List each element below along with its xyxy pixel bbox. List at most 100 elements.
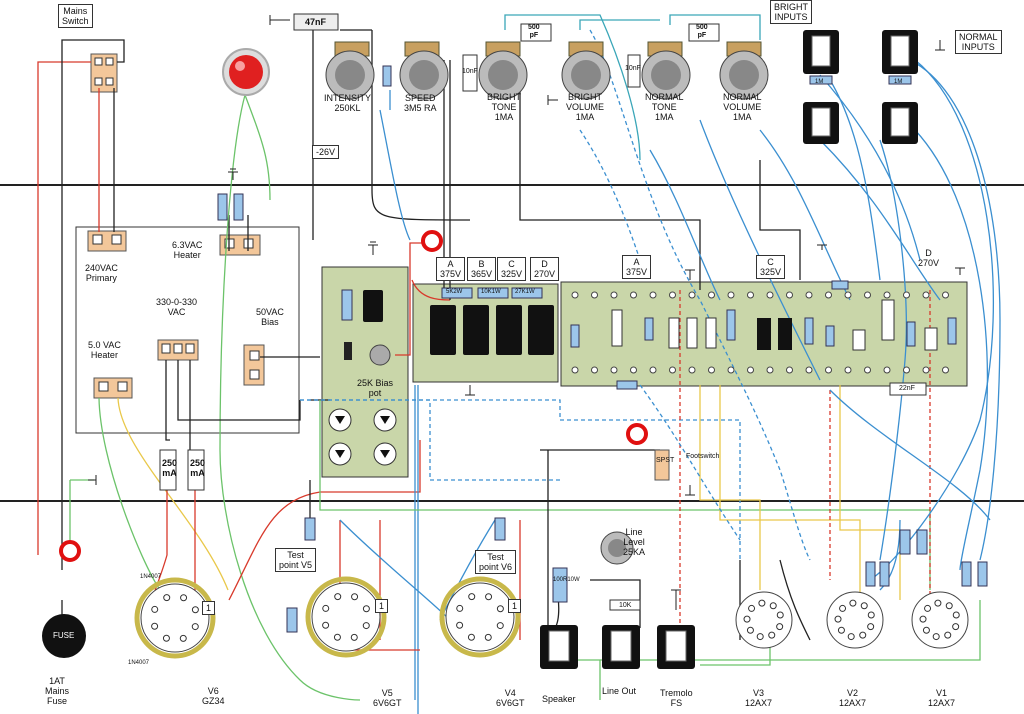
eyelet — [766, 366, 774, 374]
socket-pin — [350, 633, 358, 641]
supply-d2-label: D 270V — [918, 248, 940, 268]
capacitor-icon — [627, 54, 641, 88]
diode-a-label: 1N4007 — [140, 574, 162, 580]
normal-tone-label: NORMAL TONE 1MA — [645, 92, 684, 122]
v6-label: V6 GZ34 — [202, 686, 225, 706]
fuse-holder-icon — [42, 614, 86, 658]
eyelet — [942, 291, 949, 299]
ground-icon — [88, 475, 97, 485]
normal-volume-label: NORMAL VOLUME 1MA — [723, 92, 762, 122]
socket-pin — [485, 593, 493, 601]
potentiometer-icon — [399, 41, 449, 100]
resistor-icon — [382, 65, 392, 87]
eyelet — [630, 366, 637, 374]
eyelet — [883, 366, 891, 374]
socket-pin — [756, 633, 764, 641]
eyelet-row — [571, 291, 949, 374]
socket-pin — [839, 604, 847, 612]
potentiometer-icon — [600, 531, 634, 565]
socket-pin — [468, 593, 476, 601]
v3-label: V3 12AX7 — [745, 688, 773, 708]
socket-pin — [837, 626, 845, 634]
bright-tone-label: BRIGHT TONE 1MA — [487, 92, 522, 122]
fuse-250-b-label: 250 mA — [190, 458, 206, 478]
ground-icon — [671, 589, 681, 610]
fuse-250-a-label: 250 mA — [162, 458, 178, 478]
potentiometer-icon — [641, 41, 691, 100]
potentiometer-icon — [478, 41, 528, 100]
socket-pin — [151, 605, 159, 613]
potentiometer-icon — [325, 41, 375, 100]
ground-icon — [685, 485, 695, 496]
ground-icon — [269, 15, 290, 25]
eyelet — [649, 366, 657, 374]
socket-pin — [952, 611, 960, 619]
socket-pin — [748, 604, 756, 612]
eyelet — [571, 366, 579, 374]
test-loop-icon — [421, 230, 443, 252]
speed-label: SPEED 3M5 RA — [404, 93, 437, 113]
eyelet — [864, 291, 871, 299]
socket-pin — [769, 602, 777, 610]
output-jack-icon — [540, 625, 695, 669]
normal-inputs-label: NORMAL INPUTS — [955, 30, 1002, 54]
v4-label: V4 6V6GT — [496, 688, 525, 708]
eyelet — [669, 366, 676, 374]
socket-pin — [151, 622, 159, 630]
eyelet — [669, 291, 676, 299]
bias-board — [321, 266, 409, 478]
input-jack-icon — [803, 30, 918, 144]
eyelet — [766, 291, 774, 299]
eyelet — [883, 291, 891, 299]
cap500-label-b: 500 pF — [696, 24, 708, 39]
eyelet — [825, 366, 832, 374]
capacitor-icon — [293, 13, 339, 31]
intensity-label: INTENSITY 250KL — [324, 93, 372, 113]
ground-icon — [955, 267, 965, 275]
neg26-label: -26V — [312, 145, 340, 159]
footswitch-label: Footswitch — [686, 453, 720, 460]
resistor-icon — [570, 280, 957, 396]
socket-pin — [859, 631, 867, 639]
valve-socket-icon — [439, 576, 521, 658]
cap500-label-a: 500 pF — [528, 24, 540, 39]
eyelet — [786, 291, 793, 299]
test-loop-icon — [626, 423, 648, 445]
mains-switch-label: Mains Switch — [58, 4, 93, 28]
tremolo-label: Tremolo FS — [660, 688, 693, 708]
capacitor-icon — [520, 23, 552, 42]
eyelet — [922, 366, 930, 374]
eyelet — [805, 291, 813, 299]
eyelet — [610, 366, 618, 374]
eyelet — [610, 291, 618, 299]
fuse-text: FUSE — [53, 631, 75, 640]
socket-pin — [944, 631, 952, 639]
eyelet — [630, 291, 637, 299]
line-out-label: Line Out — [602, 686, 637, 696]
socket-pin — [362, 622, 370, 630]
res-5k2-label: 5K2W — [446, 289, 463, 295]
ground-icon — [685, 269, 695, 280]
socket-pin — [334, 593, 342, 601]
eyelet — [922, 291, 930, 299]
eyelet — [825, 291, 832, 299]
res-1m-label-a: 1M — [815, 79, 824, 85]
socket-pin — [922, 626, 930, 634]
eyelet — [688, 366, 696, 374]
capacitor-icon — [688, 23, 720, 42]
eyelet — [727, 366, 735, 374]
socket-pin — [180, 594, 188, 602]
cap10-label-b: 10nF — [625, 65, 641, 72]
valve-socket-icon — [305, 576, 387, 658]
socket-pin — [162, 634, 170, 642]
eyelet — [844, 291, 852, 299]
fuse-label: 1AT Mains Fuse — [45, 676, 70, 706]
socket-pin — [834, 615, 842, 623]
res-1m-label-b: 1M — [894, 79, 903, 85]
v2-label: V2 12AX7 — [839, 688, 867, 708]
socket-pin — [191, 623, 199, 631]
eyelet — [708, 366, 715, 374]
socket-pin — [322, 604, 330, 612]
socket-pin — [924, 604, 932, 612]
